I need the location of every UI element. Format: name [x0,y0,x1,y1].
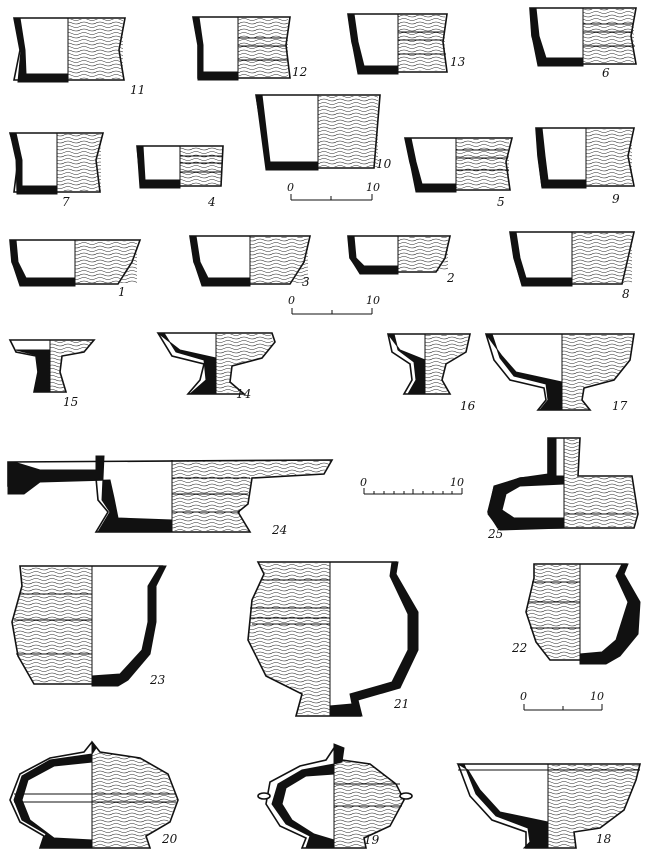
vessel-17 [484,333,635,411]
vessel-11 [13,17,126,83]
vessel-14 [156,332,276,395]
label-9: 9 [612,192,620,206]
vessel-7 [8,132,105,195]
label-10: 10 [376,157,392,171]
vessel-22 [525,563,641,665]
vessel-3 [189,235,312,287]
scale-bar-b: 0 10 [288,294,380,315]
vessel-25 [487,437,639,531]
vessel-6 [529,7,637,67]
vessel-4 [136,145,224,189]
label-20: 20 [161,832,178,846]
label-24: 24 [271,523,287,537]
vessel-19 [257,743,413,849]
vessel-20 [9,740,179,849]
scale-c-start: 0 [360,476,367,489]
vessel-24 [7,455,334,533]
label-8: 8 [622,287,630,301]
scale-b-end: 10 [366,294,380,307]
label-6: 6 [602,66,610,80]
vessel-2 [347,235,452,275]
label-13: 13 [450,55,466,69]
scale-bar-a: 0 10 [287,181,380,201]
label-25: 25 [487,527,503,541]
vessel-16 [387,333,471,395]
scale-b-start: 0 [288,294,295,307]
label-2: 2 [446,271,455,285]
label-11: 11 [130,83,145,97]
scale-a-end: 10 [366,181,380,194]
label-14: 14 [236,387,251,401]
label-18: 18 [596,832,612,846]
vessel-18 [456,763,642,849]
label-23: 23 [149,673,166,687]
vessel-5 [404,137,514,193]
scale-bar-d: 0 10 [520,690,604,711]
vessel-15 [8,339,96,393]
vessel-10 [255,94,381,171]
vessel-12 [192,16,291,81]
vessel-8 [509,231,636,287]
vessel-13 [347,13,448,75]
label-7: 7 [62,195,70,209]
label-15: 15 [63,395,78,409]
scale-bar-c: 0 10 [360,476,464,495]
label-1: 1 [118,285,126,299]
scale-d-end: 10 [590,690,604,703]
scale-c-end: 10 [450,476,464,489]
vessel-23 [11,565,167,687]
label-19: 19 [364,833,380,847]
vessel-21 [247,561,419,717]
scale-d-start: 0 [520,690,527,703]
vessel-9 [535,127,635,189]
label-16: 16 [460,399,476,413]
label-21: 21 [393,697,409,711]
label-12: 12 [292,65,307,79]
scale-a-start: 0 [287,181,294,194]
label-22: 22 [511,641,527,655]
label-3: 3 [302,275,310,289]
label-4: 4 [207,195,216,209]
label-5: 5 [497,195,505,209]
vessel-1 [9,239,142,287]
label-17: 17 [612,399,628,413]
